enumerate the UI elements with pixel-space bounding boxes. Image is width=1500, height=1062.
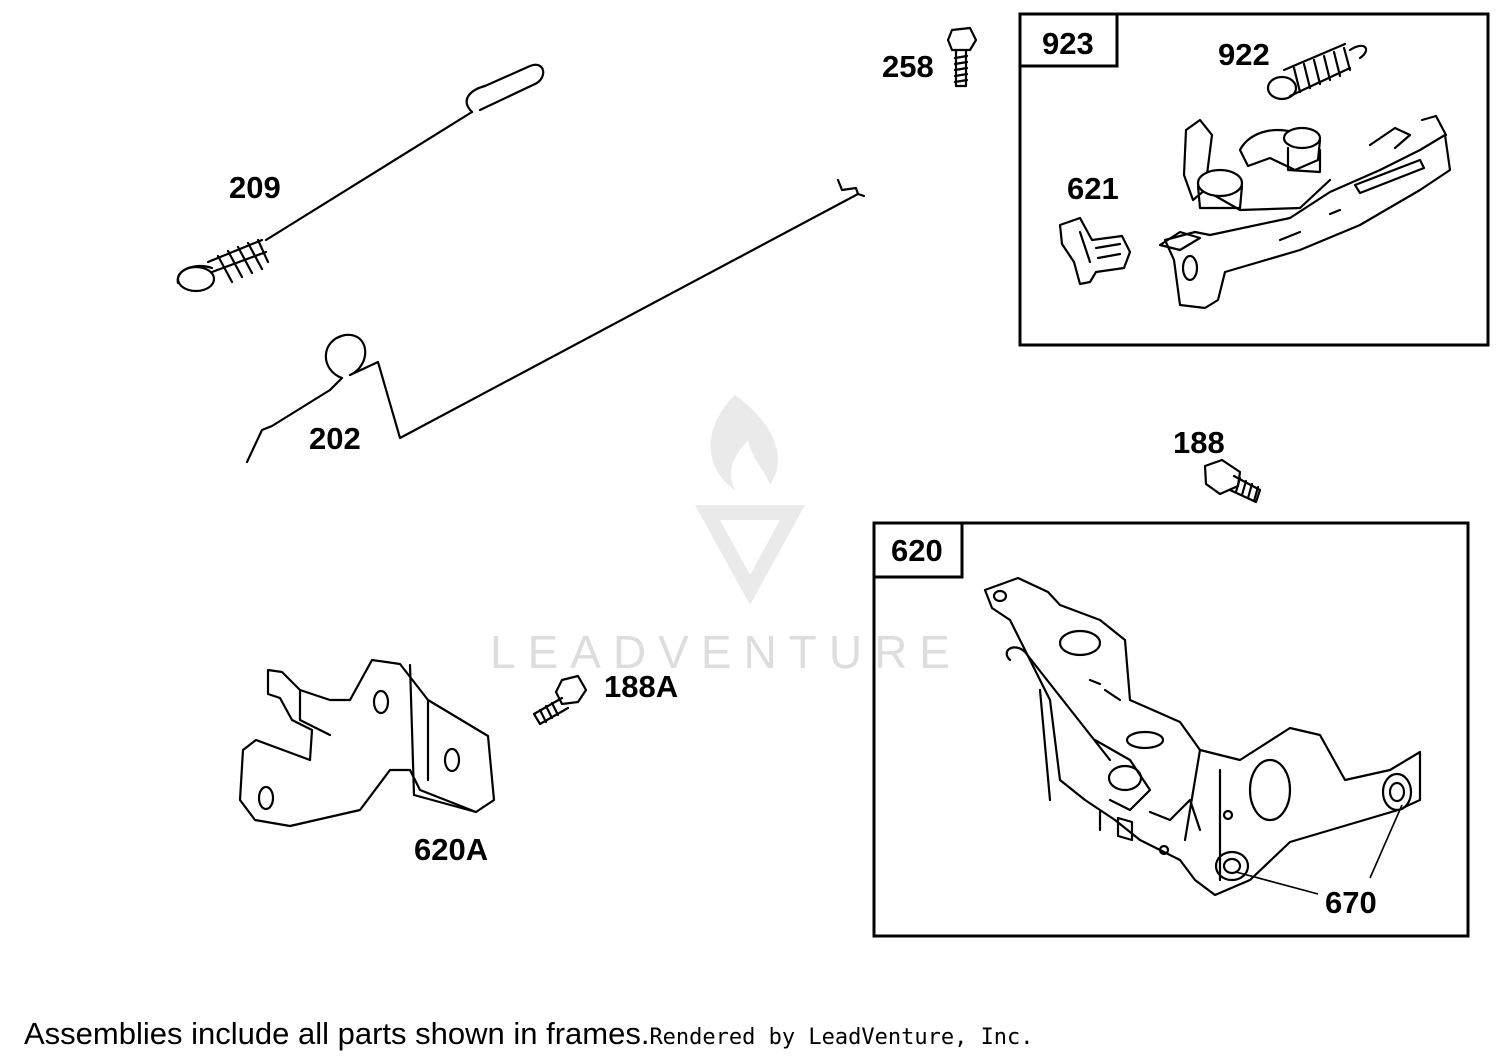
frame-923 bbox=[1018, 12, 1490, 347]
bolt-188 bbox=[1203, 458, 1262, 504]
clip-621 bbox=[1058, 216, 1132, 286]
footer-note: Assemblies include all parts shown in fr… bbox=[24, 1016, 650, 1051]
frame-923-tag bbox=[1018, 12, 1119, 68]
screw-258 bbox=[946, 26, 978, 88]
frame-620 bbox=[872, 521, 1470, 938]
label-209: 209 bbox=[229, 170, 281, 205]
label-258: 258 bbox=[882, 49, 934, 84]
label-670: 670 bbox=[1325, 885, 1377, 920]
bracket-assembly-620 bbox=[983, 576, 1422, 897]
label-621: 621 bbox=[1067, 171, 1119, 206]
bracket-620A bbox=[238, 658, 496, 828]
label-922: 922 bbox=[1218, 37, 1270, 72]
label-202: 202 bbox=[309, 421, 361, 456]
label-188: 188 bbox=[1173, 425, 1225, 460]
label-620: 620 bbox=[891, 533, 943, 568]
footer: Assemblies include all parts shown in fr… bbox=[24, 1016, 1034, 1052]
bracket-assembly-923 bbox=[1158, 114, 1452, 310]
link-rod-202 bbox=[245, 178, 866, 464]
label-923: 923 bbox=[1042, 26, 1094, 61]
spring-922 bbox=[1266, 42, 1368, 101]
leader-lines-670 bbox=[1235, 804, 1403, 895]
footer-credit: Rendered by LeadVenture, Inc. bbox=[649, 1025, 1034, 1050]
spring-209 bbox=[176, 63, 545, 293]
label-620A: 620A bbox=[414, 832, 488, 867]
watermark-text: LEADVENTURE bbox=[490, 626, 962, 678]
bolt-188A bbox=[532, 674, 588, 726]
frame-620-tag bbox=[872, 521, 964, 579]
label-188A: 188A bbox=[604, 669, 678, 704]
watermark-logo-icon bbox=[695, 395, 805, 605]
